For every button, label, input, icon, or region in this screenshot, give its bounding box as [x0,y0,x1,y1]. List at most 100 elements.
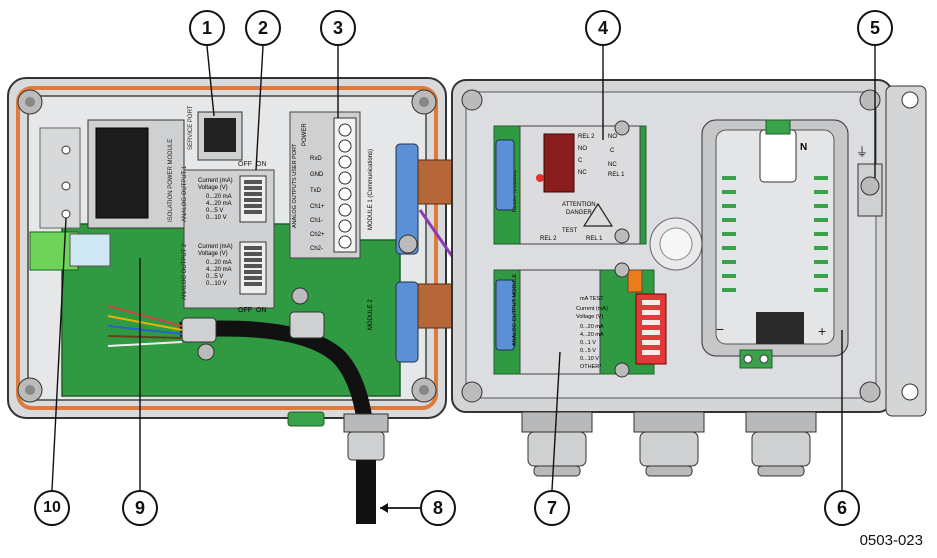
range-label: 4...20 mA [206,201,232,207]
callout-4: 4 [585,10,621,46]
relay-module [519,125,641,245]
range-label: 0...1 V [580,340,596,346]
isolation-module-label: ISOLATION POWER MODULE [168,139,174,222]
callout-1: 1 [189,10,225,46]
current-ma-label: Current (mA) [198,178,233,184]
module-socket [95,127,149,219]
ch2-minus-label: Ch2- [310,246,323,252]
cable-gland [343,413,389,461]
cable-clamp [289,311,325,339]
ground-connector [287,411,325,427]
range-label: 0...20 mA [580,324,604,330]
voltage-v-label: Voltage (V) [198,185,228,191]
callout-7: 7 [534,490,570,526]
warning-icon [582,202,614,227]
ch1-plus-label: Ch1+ [310,204,325,210]
flat-cable-connector [495,139,515,211]
rel1-label: REL 1 [586,236,603,242]
on-label: ON [256,307,267,314]
callout-2: 2 [245,10,281,46]
mount-hole [901,91,919,109]
cable-gland [633,411,705,477]
screw-icon [860,176,880,196]
rxd-label: RxD [310,156,322,162]
off-label: OFF [238,307,252,314]
service-port [204,118,236,152]
mount-hole [901,383,919,401]
txd-label: TxD [310,188,322,194]
wire [107,305,183,327]
screw-icon [614,228,630,244]
callout-3: 3 [320,10,356,46]
screw-icon [461,89,483,111]
ch1-minus-label: Ch1- [310,218,323,224]
other-label: OTHER* [580,364,602,370]
power-cable-slot [756,312,804,344]
range-label: 0...20 mA [206,194,232,200]
mount-flange [885,85,927,417]
leader-lines [51,45,876,491]
dip-switch-1 [239,175,267,223]
c-label: C [578,158,583,164]
analog-outputs-label: ANALOG OUTPUTS USER PORT [292,143,298,228]
range-label: 0...10 V [206,281,227,287]
screw-icon [17,89,43,115]
dip-switch-3 [635,293,667,365]
wire [107,315,183,331]
analog-output-module-label: ANALOG OUTPUT MODULE [512,274,518,346]
main-cable [179,320,374,431]
range-label: 0...5 V [206,274,223,280]
range-label: 0...10 V [206,215,227,221]
nc-label: NC [608,162,617,168]
on-label: ON [256,161,267,168]
gnd-label: GND [310,172,324,178]
flat-cable-connector [495,279,515,351]
arrow-icon [380,503,420,513]
wire [107,325,183,335]
module-2-label: MODULE 2 [368,299,374,330]
c-label: C [610,148,615,154]
test-label: TEST [562,228,578,234]
attention-label: ATTENTION [562,202,596,208]
screw-icon [17,377,43,403]
callout-8: 8 [420,490,456,526]
connector-block [69,233,111,267]
plus-symbol: + [818,323,826,339]
rel2-label: REL 2 [540,236,557,242]
service-port-label: SERVICE PORT [188,105,194,150]
no-label: NO [608,134,617,140]
wire [107,341,183,347]
range-label: 4...20 mA [206,267,232,273]
screw-icon [411,377,437,403]
cable-clamp [181,317,217,343]
screw-icon [614,120,630,136]
analog-output-2-label: ANALOG OUTPUT 2 [182,243,188,300]
test-connector [627,269,643,293]
screw-icon [461,381,483,403]
analog-output-1-label: ANALOG OUTPUT 1 [182,165,188,222]
figure-code: 0503-023 [859,532,923,549]
wire [107,335,183,339]
relay [543,133,575,193]
off-label: OFF [238,161,252,168]
screw-icon [859,381,881,403]
ground-icon: ⏚ [856,145,868,159]
jumper-area [39,127,81,229]
callout-5: 5 [857,10,893,46]
no-label: NO [578,146,587,152]
power-label: POWER [302,123,308,146]
vent-slots [722,176,828,292]
ma-test-label: mA TEST [580,296,604,302]
rel1-label: REL 1 [608,172,625,178]
ch2-plus-label: Ch2+ [310,232,325,238]
screw-icon [859,89,881,111]
range-label: 4...20 mA [580,332,604,338]
cable-gland [745,411,817,477]
nc-label: NC [578,170,587,176]
screw-icon [291,287,309,305]
range-label: 0...5 V [206,208,223,214]
callout-10: 10 [34,490,70,526]
green-connector [765,119,791,135]
screw-icon [614,262,630,278]
module-1-label: MODULE 1 (Communications) [368,149,374,230]
